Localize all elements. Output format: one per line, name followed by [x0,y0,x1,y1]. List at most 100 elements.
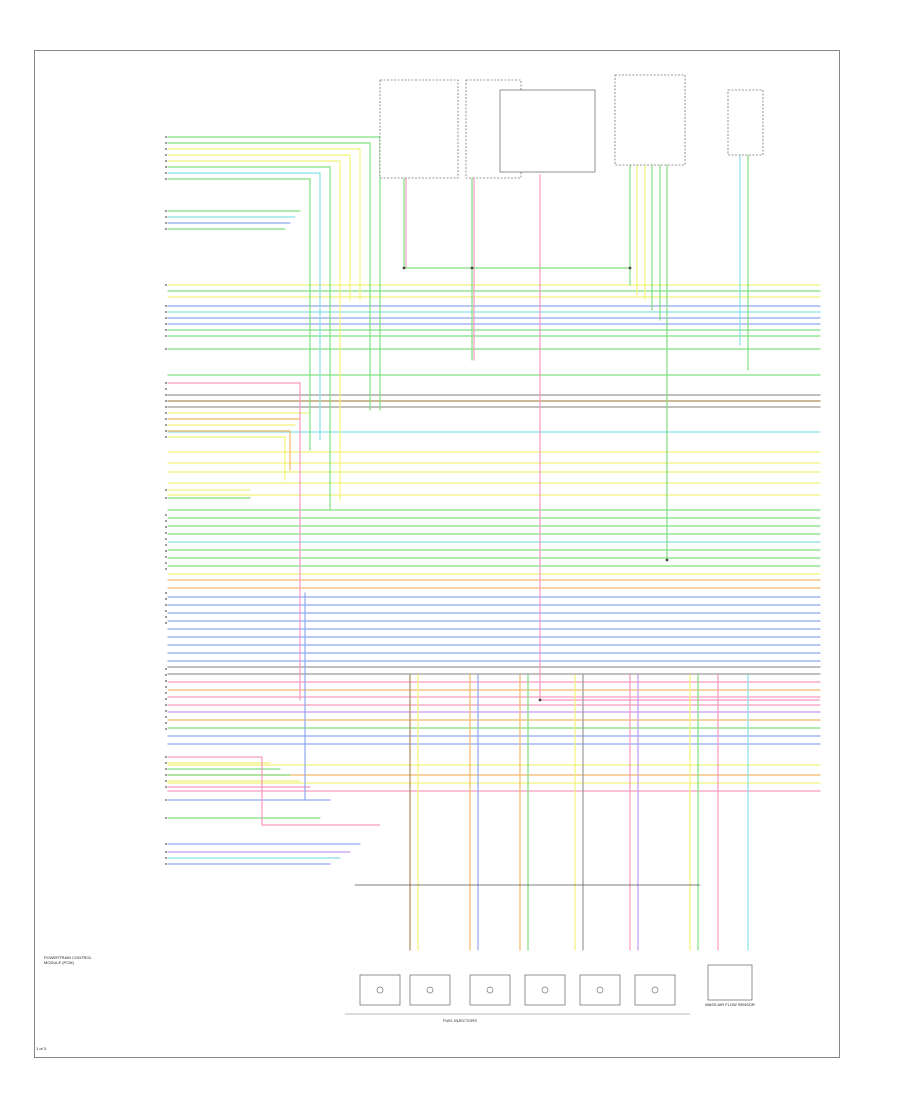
pcm-pin [165,544,167,546]
pcm-pin [165,538,167,540]
pcm-pin [165,680,167,682]
pcm-pin [165,335,167,337]
top-right-sensor [727,89,764,156]
pcm-pin [165,704,167,706]
pcm-pin [165,568,167,570]
pcm-pin [165,382,167,384]
pcm-pin [165,489,167,491]
fuel-injector-3 [469,974,511,1006]
fuel-injector-4 [524,974,566,1006]
splice-dot [665,558,669,562]
pcm-pin [165,172,167,174]
injector-coil-icon [541,986,549,994]
pcm-pin [165,562,167,564]
pcm-pin [165,610,167,612]
pcm-pin [165,774,167,776]
splice-dot [538,698,542,702]
pcm-pin [165,817,167,819]
pcm-pin [165,210,167,212]
pcm-pin [165,692,167,694]
pcm-pin [165,851,167,853]
wire [261,757,380,826]
page-number: 1 of 3 [36,1046,47,1051]
fuel-injector-5 [579,974,621,1006]
injectors-title: FUEL INJECTORS [443,1018,477,1023]
pcm-pin [165,497,167,499]
splice-dot [628,266,632,270]
pcm-pin [165,598,167,600]
pcm-pin [165,786,167,788]
pcm-pin [165,406,167,408]
pcm-pin [165,430,167,432]
sensor-connector [614,74,686,166]
pcm-pin [165,780,167,782]
pcm-pin [165,329,167,331]
mass-air-flow-sensor [707,964,753,1001]
pcm-pin [165,698,167,700]
pcm-pin [165,857,167,859]
pcm-pin [165,388,167,390]
pcm-pin [165,136,167,138]
pcm-pin [165,768,167,770]
pcm-pin [165,317,167,319]
pcm-pin [165,604,167,606]
pcm-pin [165,550,167,552]
pcm-pin [165,311,167,313]
injector-coil-icon [651,986,659,994]
pcm-pin [165,622,167,624]
pcm-pin [165,668,167,670]
pcm-pin [165,305,167,307]
pcm-pin [165,394,167,396]
pcm-pin [165,728,167,730]
pcm-pin [165,424,167,426]
pcm-pin [165,686,167,688]
pcm-pin [165,412,167,414]
top-connector-left [379,79,459,179]
injector-coil-icon [596,986,604,994]
pcm-pin [165,710,167,712]
splice-dot [470,266,474,270]
mafs-title: MASS AIR FLOW SENSOR [705,1002,755,1007]
pcm-pin [165,532,167,534]
pcm-pin [165,863,167,865]
pcm-pin [165,160,167,162]
pcm-title: POWERTRAIN CONTROL MODULE (PCM) [44,955,92,965]
pcm-pin [165,348,167,350]
pcm-pin [165,216,167,218]
pcm-pin [165,228,167,230]
pcm-pin [165,799,167,801]
pcm-pin [165,178,167,180]
pcm-pin [165,166,167,168]
pcm-pin [165,148,167,150]
relay-box [499,89,596,173]
pcm-pin [165,526,167,528]
injector-coil-icon [426,986,434,994]
splice-dot [402,266,406,270]
pcm-pin [165,323,167,325]
pcm-pin [165,674,167,676]
pcm-pin [165,284,167,286]
pcm-pin [165,400,167,402]
pcm-pin [165,762,167,764]
pcm-pin [165,520,167,522]
pcm-pin [165,222,167,224]
fuel-injector-6 [634,974,676,1006]
pcm-pin [165,722,167,724]
pcm-pin [165,616,167,618]
fuel-injector-1 [359,974,401,1006]
diagram-frame [34,50,840,1058]
fuel-injector-2 [409,974,451,1006]
pcm-pin [165,756,167,758]
pcm-pin [165,154,167,156]
pcm-pin [165,436,167,438]
pcm-pin [165,592,167,594]
injector-coil-icon [376,986,384,994]
pcm-pin [165,716,167,718]
pcm-pin [165,556,167,558]
pcm-pin [165,142,167,144]
pcm-pin [165,514,167,516]
pcm-pin [165,418,167,420]
injector-coil-icon [486,986,494,994]
pcm-pin [165,843,167,845]
